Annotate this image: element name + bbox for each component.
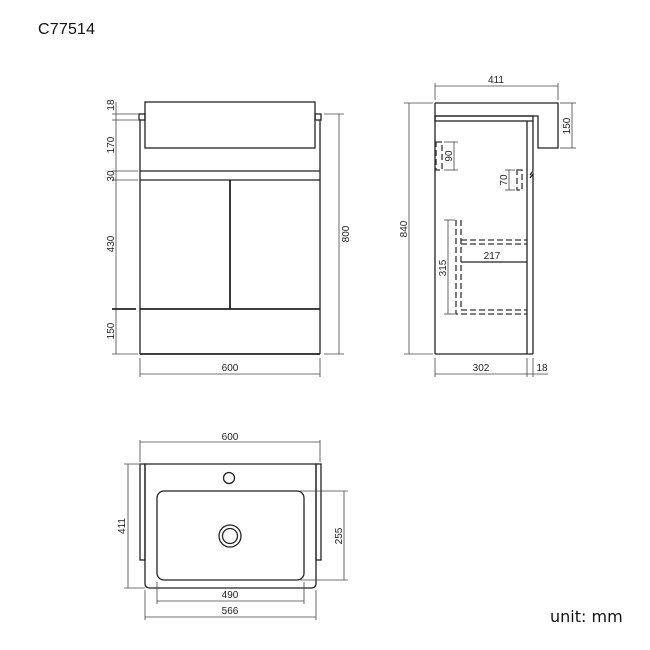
top-basin-outline: [144, 463, 317, 589]
dim-411-side: 411: [488, 75, 504, 86]
front-ledge-left: [138, 113, 146, 121]
dim-217: 217: [484, 251, 501, 262]
dim-30: 30: [106, 170, 117, 182]
side-shelf-outline: [455, 220, 527, 315]
dim-315: 315: [438, 259, 449, 276]
dim-840: 840: [399, 220, 410, 237]
side-view: 90 70 217 315 411 150 840: [399, 75, 576, 377]
product-code: C77514: [38, 21, 96, 38]
dim-490: 490: [222, 590, 239, 601]
dim-411-top: 411: [117, 518, 128, 534]
dim-170: 170: [106, 136, 117, 153]
drain-icon: [218, 524, 242, 548]
dim-255: 255: [334, 527, 345, 544]
dim-800: 800: [341, 225, 352, 242]
unit-label: unit: mm: [550, 607, 623, 626]
dim-18-side: 18: [536, 363, 548, 374]
dim-302: 302: [473, 363, 490, 374]
dim-90: 90: [444, 150, 455, 162]
dim-18: 18: [106, 99, 117, 111]
dim-150-side: 150: [562, 117, 573, 134]
top-bowl: [156, 490, 305, 581]
dim-70: 70: [499, 174, 510, 186]
top-view: 600 411 255 490 566: [117, 432, 348, 620]
front-view: 18 170 30 430 150 800 600: [106, 99, 352, 377]
front-ledge-right: [314, 113, 322, 121]
dim-430: 430: [106, 235, 117, 252]
side-hinge: [435, 141, 443, 171]
side-handle: [516, 169, 523, 191]
tap-hole-icon: [222, 471, 236, 485]
dim-150: 150: [106, 322, 117, 339]
dim-566: 566: [222, 606, 239, 617]
dim-600-front: 600: [222, 363, 239, 374]
dim-600-top: 600: [222, 432, 239, 443]
front-basin: [144, 101, 316, 149]
